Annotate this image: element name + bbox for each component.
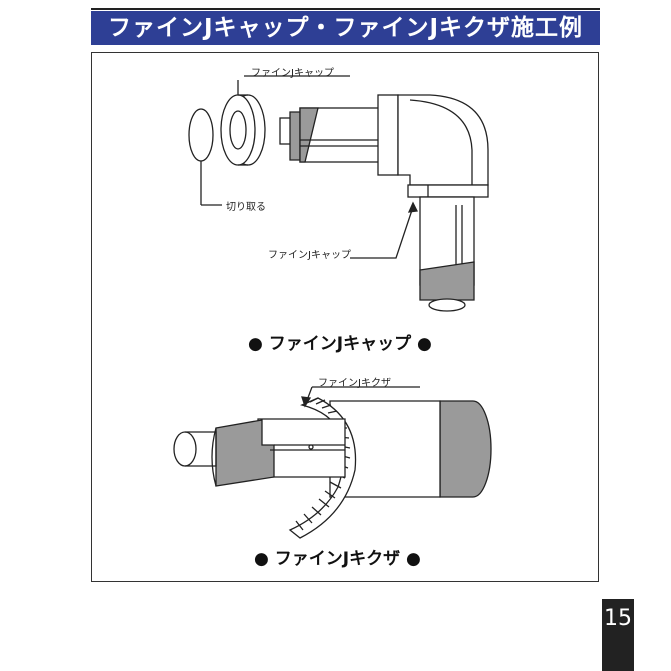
figure1-caption: ● ファインJキャップ ● <box>248 334 432 354</box>
figure1-label-top: ファインJキャップ <box>251 68 334 79</box>
figure2-label-top: ファインJキクザ <box>318 378 391 389</box>
inner-pipe-end <box>173 431 197 467</box>
cut-disc <box>188 108 214 162</box>
vertical-cut-gray <box>419 261 475 301</box>
figure2-drawing <box>173 386 492 539</box>
vertical-pipe-end <box>428 298 466 312</box>
large-insulation-gray <box>439 400 492 498</box>
elbow-flange-bottom <box>407 184 489 198</box>
illustration-frame <box>91 52 599 582</box>
figure2-caption: ● ファインJキクザ ● <box>254 549 421 569</box>
figure1-label-bottom: ファインJキャップ <box>268 250 351 261</box>
cap-ring-hole <box>229 110 247 150</box>
elbow-body <box>397 94 489 186</box>
figure1-label-cut: 切り取る <box>226 202 266 213</box>
figure1-drawing <box>188 75 489 312</box>
page-edge-tab <box>602 639 634 671</box>
page-number: 15 <box>602 599 634 639</box>
elbow-flange-left <box>377 94 399 176</box>
page-title: ファインJキャップ・ファインJキクザ施工例 <box>91 11 600 45</box>
title-top-rule <box>91 8 600 10</box>
